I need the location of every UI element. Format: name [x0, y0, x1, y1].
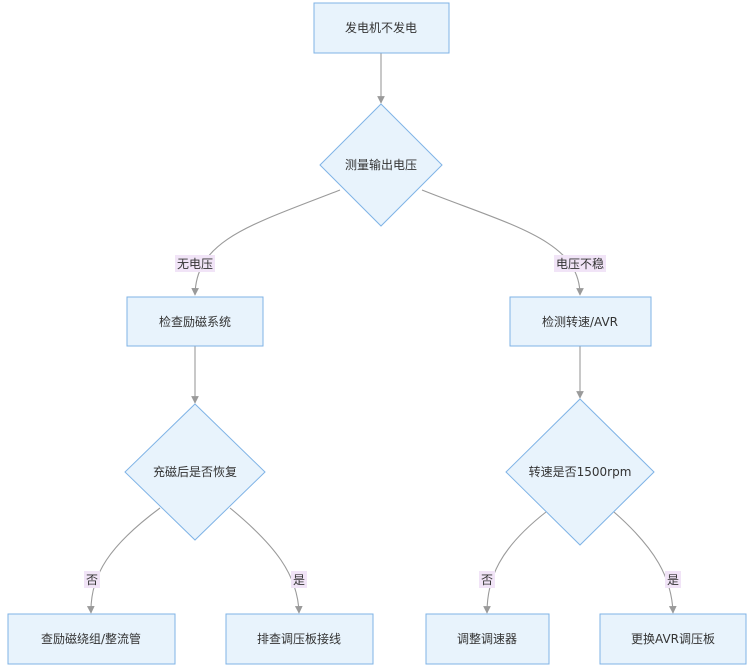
- edge-recharge-yes: [229, 507, 303, 614]
- edge-speed-yes: [613, 511, 677, 614]
- edge-label-speed-no-text: 否: [481, 573, 493, 587]
- edge-label-unstable-voltage-text: 电压不稳: [556, 256, 604, 271]
- edge-label-speed-yes-text: 是: [667, 573, 679, 587]
- node-recharge-question-label: 充磁后是否恢复: [153, 464, 237, 479]
- node-check-rectifier-label: 查励磁绕组/整流管: [41, 631, 141, 646]
- edge-recharge-no: [86, 507, 161, 614]
- edge-label-unstable-voltage: 电压不稳: [554, 255, 606, 272]
- edge-label-speed-yes: 是: [665, 571, 681, 588]
- node-check-excitation-label: 检查励磁系统: [159, 314, 231, 329]
- node-adjust-governor: 调整调速器: [425, 613, 550, 665]
- node-adjust-governor-label: 调整调速器: [457, 631, 517, 646]
- node-check-speed: 检测转速/AVR: [509, 296, 652, 347]
- node-check-rectifier: 查励磁绕组/整流管: [7, 613, 176, 665]
- edge-label-recharge-yes: 是: [291, 571, 307, 588]
- edge-measure-to-check-speed: [421, 189, 584, 296]
- edge-label-recharge-yes-text: 是: [293, 573, 305, 587]
- edge-label-recharge-no-text: 否: [86, 573, 98, 587]
- node-replace-avr-label: 更换AVR调压板: [631, 632, 715, 646]
- node-speed-question: 转速是否1500rpm: [505, 398, 655, 546]
- node-replace-avr: 更换AVR调压板: [599, 613, 747, 665]
- node-check-speed-label: 检测转速/AVR: [542, 314, 618, 329]
- node-measure: 测量输出电压: [319, 103, 443, 227]
- node-start: 发电机不发电: [313, 2, 450, 54]
- edge-speed-no: [483, 511, 547, 614]
- node-check-excitation: 检查励磁系统: [126, 296, 264, 347]
- edge-label-speed-no: 否: [479, 571, 495, 588]
- node-recharge-question: 充磁后是否恢复: [124, 403, 266, 541]
- node-speed-question-label: 转速是否1500rpm: [529, 464, 632, 479]
- edge-label-recharge-no: 否: [84, 571, 100, 588]
- edge-label-no-voltage: 无电压: [175, 255, 215, 272]
- node-check-wiring-label: 排查调压板接线: [257, 631, 341, 646]
- node-check-wiring: 排查调压板接线: [225, 613, 374, 665]
- edge-label-no-voltage-text: 无电压: [177, 257, 213, 271]
- edge-measure-to-check-excitation: [191, 189, 341, 296]
- node-measure-label: 测量输出电压: [345, 157, 417, 172]
- node-start-label: 发电机不发电: [345, 20, 417, 35]
